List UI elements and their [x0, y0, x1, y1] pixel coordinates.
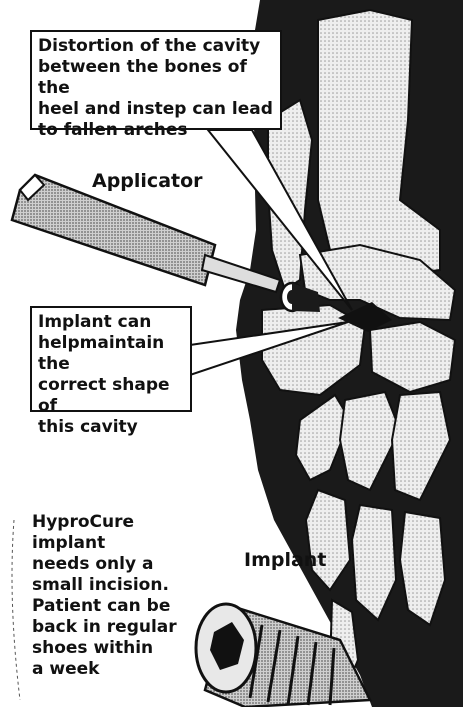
cavity-callout-line: between the bones of the	[38, 57, 274, 99]
incision-cut-line	[12, 520, 20, 700]
shape-callout-line: correct shape of	[38, 375, 184, 417]
incision-callout-line: HyproCure implant	[32, 512, 208, 554]
incision-callout-line: shoes within	[32, 638, 208, 659]
applicator-label: Applicator	[92, 170, 203, 192]
shape-callout-line: helpmaintain the	[38, 333, 184, 375]
incision-callout-line: small incision.	[32, 575, 208, 596]
cavity-callout-line: Distortion of the cavity	[38, 36, 274, 57]
shape-callout-line: this cavity	[38, 417, 184, 438]
cavity-callout-line: to fallen arches	[38, 120, 274, 141]
incision-callout-line: needs only a	[32, 554, 208, 575]
cavity-callout: Distortion of the cavity between the bon…	[30, 30, 282, 130]
incision-callout: HyproCure implant needs only a small inc…	[30, 508, 210, 673]
implant-label: Implant	[244, 549, 326, 571]
cavity-callout-line: heel and instep can lead	[38, 99, 274, 120]
shape-callout-line: Implant can	[38, 312, 184, 333]
incision-callout-line: a week	[32, 659, 208, 680]
incision-callout-line: Patient can be	[32, 596, 208, 617]
incision-callout-line: back in regular	[32, 617, 208, 638]
shape-callout: Implant can helpmaintain the correct sha…	[30, 306, 192, 412]
